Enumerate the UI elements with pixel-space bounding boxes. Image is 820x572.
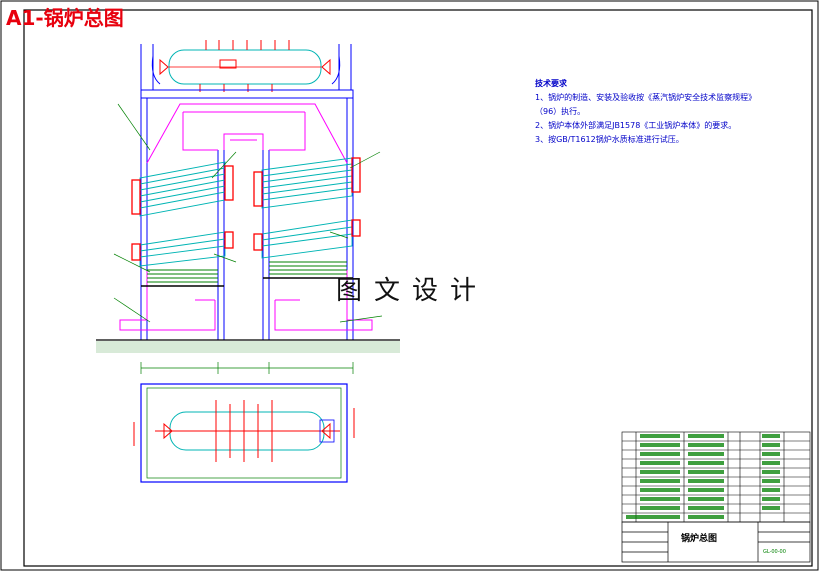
note-line-3: 2、锅炉本体外部满足JB1578《工业锅炉本体》的要求。: [535, 121, 737, 130]
note-line-2: （96）执行。: [535, 107, 586, 116]
drawing-frame: [23, 9, 813, 567]
note-line-4: 3、按GB/T1612锅炉水质标准进行试压。: [535, 135, 684, 144]
elevation-view: [96, 40, 400, 374]
flue-duct: [119, 103, 373, 331]
grate: [147, 261, 347, 283]
callouts: [113, 103, 383, 323]
note-line-1: 1、锅炉的制造、安装及验收按《蒸汽锅炉安全技术监察规程》: [535, 93, 757, 102]
upper-drum: [159, 40, 331, 92]
title-block-drawing-name: 锅炉总图: [681, 534, 718, 544]
dimension: [140, 362, 354, 374]
header-pipes: [131, 157, 361, 261]
title-block: [621, 521, 811, 563]
notes-heading: 技术要求: [535, 79, 567, 88]
ground: [96, 339, 400, 353]
parts-list-fill: [626, 434, 780, 519]
parts-list: [621, 431, 811, 523]
title-block-drawing-code: GL-00-00: [763, 549, 786, 555]
plan-view: [133, 383, 355, 483]
tube-banks: [139, 157, 353, 267]
frame-columns: [140, 89, 354, 340]
watermark-text: 图文设计: [336, 276, 489, 306]
technical-notes: 技术要求 1、锅炉的制造、安装及验收按《蒸汽锅炉安全技术监察规程》 （96）执行…: [535, 77, 756, 147]
drawing-title: A1-锅炉总图: [6, 6, 124, 30]
